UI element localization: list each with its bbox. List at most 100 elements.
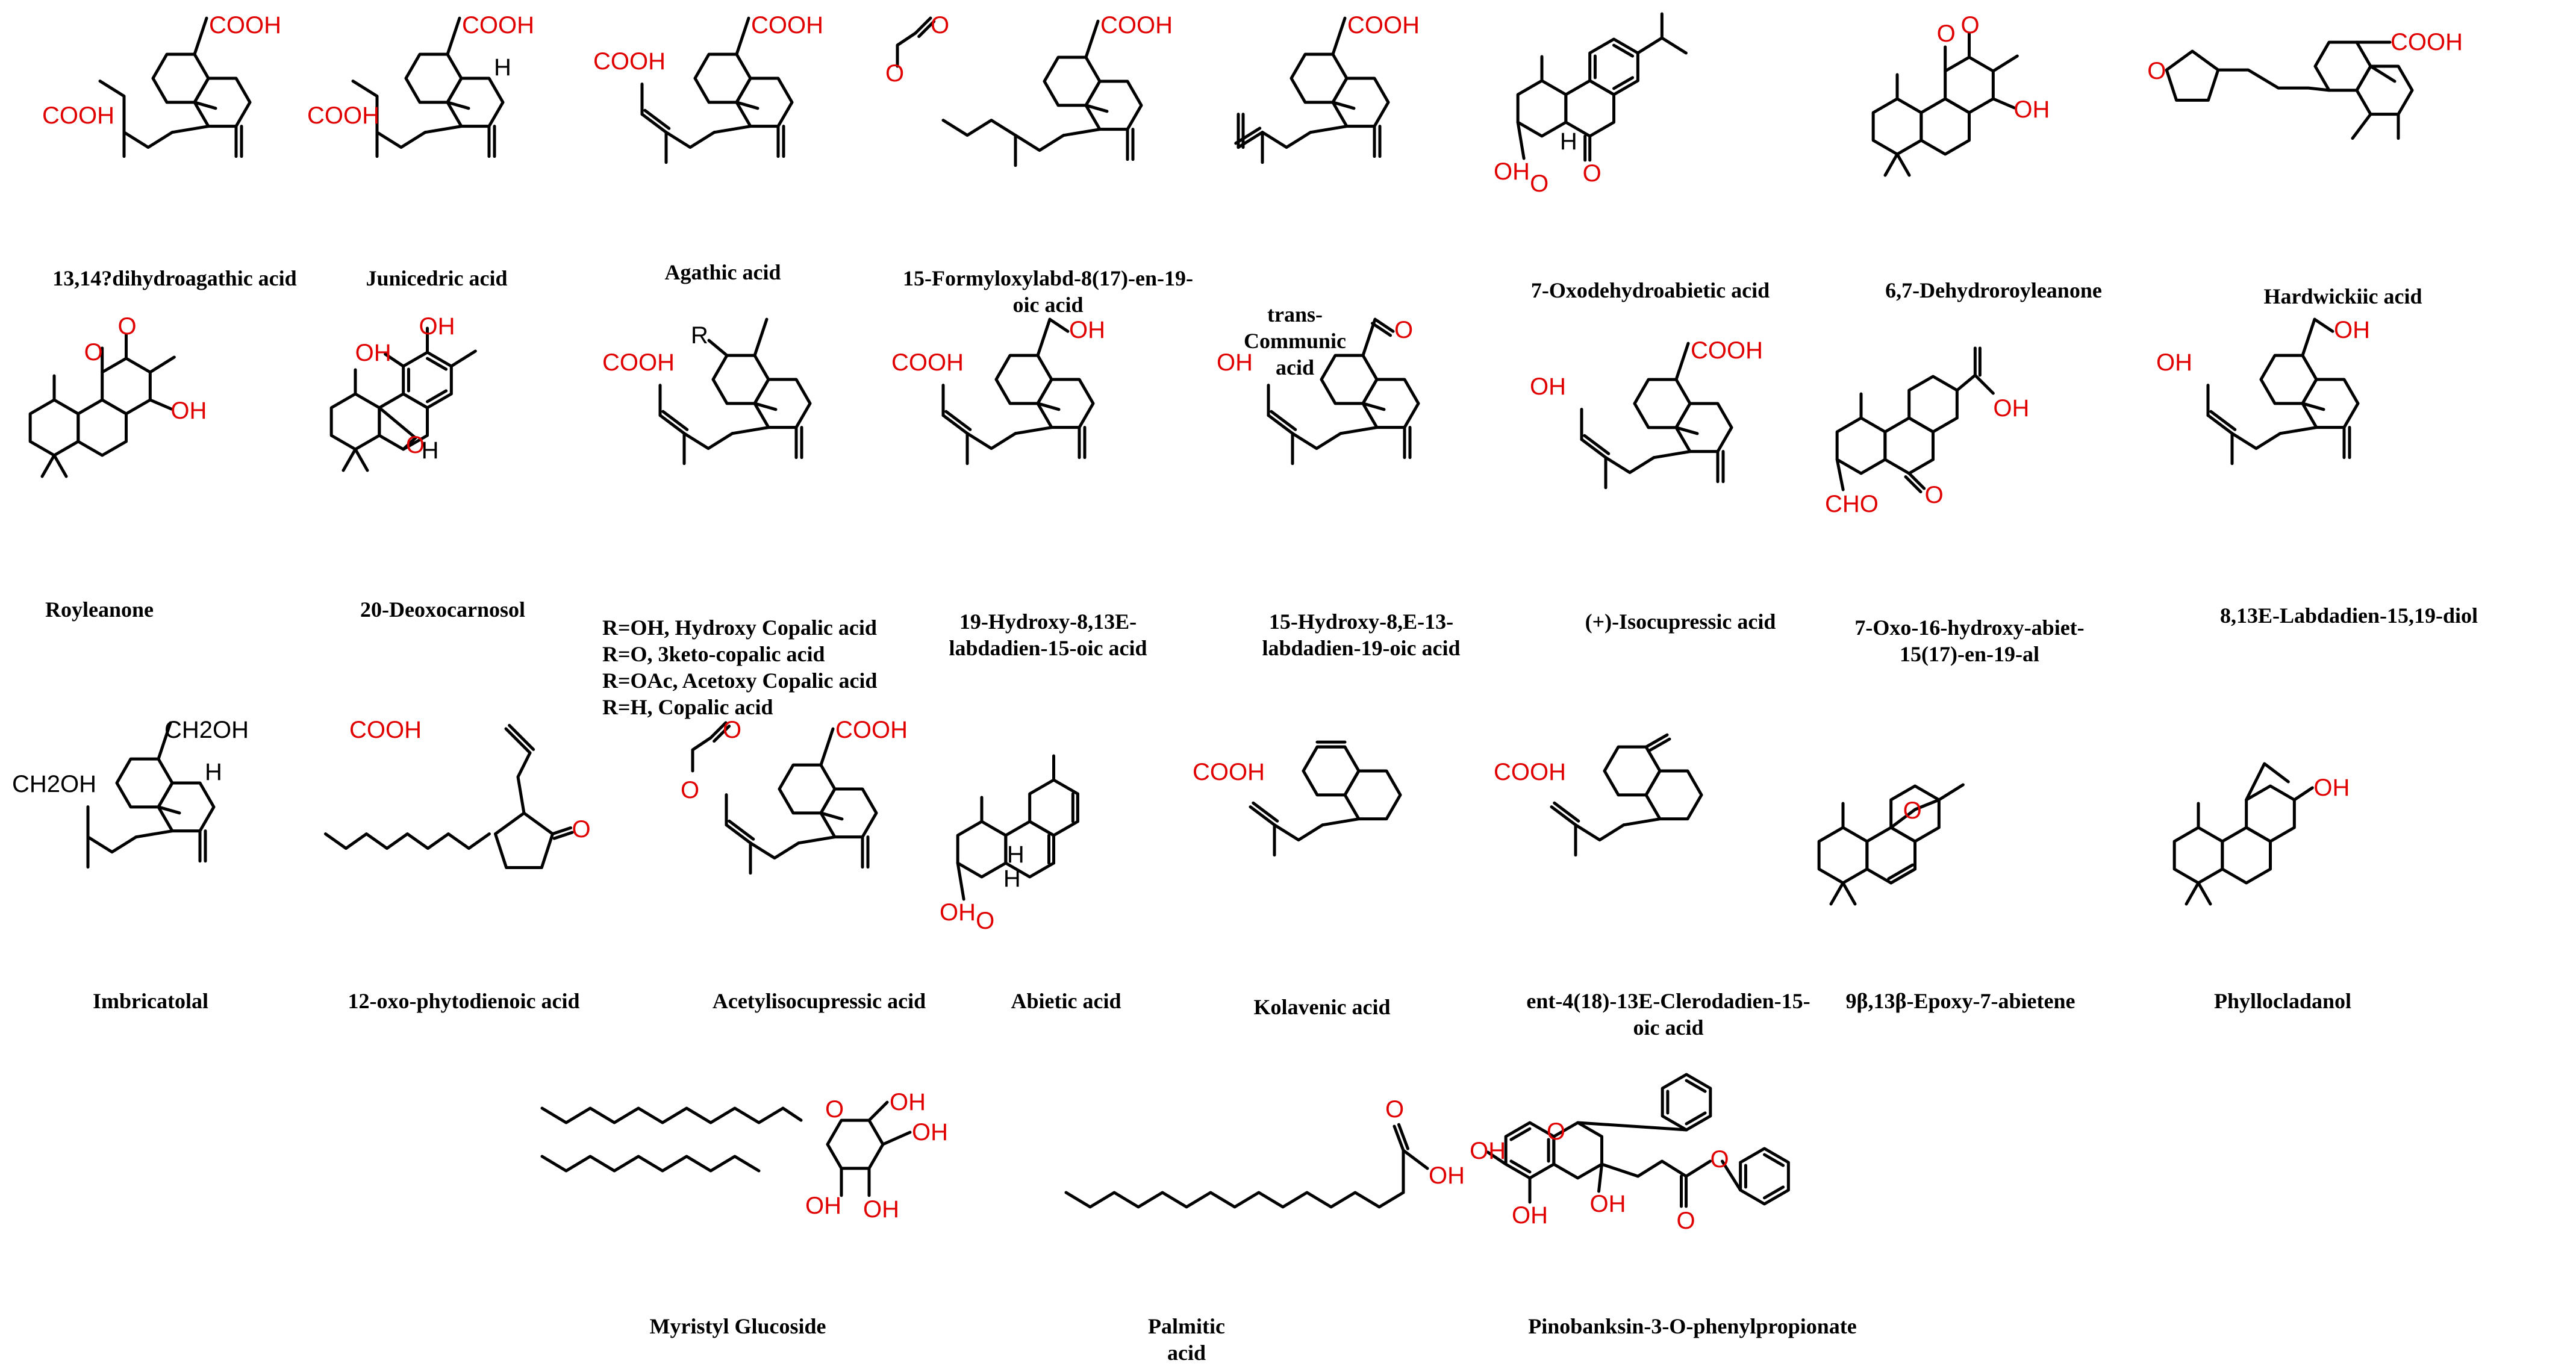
compound-name: 7-Oxodehydroabietic acid xyxy=(1530,278,1770,302)
atom-label: H xyxy=(494,54,511,81)
structure-drawing xyxy=(86,721,216,869)
atom-label: OH xyxy=(1512,1202,1548,1229)
atom-label: O xyxy=(681,777,700,803)
atom-label: OH xyxy=(2334,317,2370,344)
structure-drawing xyxy=(1064,1123,1429,1209)
atom-label: H xyxy=(205,759,222,785)
compound-c5: COOH trans- Communic acid xyxy=(1199,12,1488,379)
atom-label: COOH xyxy=(593,48,666,75)
atom-label: H xyxy=(421,437,439,464)
atom-label: COOH xyxy=(1193,759,1265,785)
atom-label: OH xyxy=(940,899,976,926)
atom-label: OH xyxy=(2013,96,2050,123)
atom-label: O xyxy=(1385,1096,1405,1123)
atom-label: O xyxy=(931,12,950,39)
atom-label: OH xyxy=(1530,373,1566,400)
compound-name: ent-4(18)-13E-Clerodadien-15- oic acid xyxy=(1526,989,1810,1040)
atom-label: O xyxy=(1582,160,1601,187)
structure-drawing xyxy=(691,721,878,875)
atom-label: O xyxy=(1960,12,1980,39)
compound-name: trans- Communic acid xyxy=(1244,302,1346,379)
compound-name: 8,13E-Labdadien-15,19-diol xyxy=(2219,603,2478,628)
atom-label: H xyxy=(1003,865,1021,892)
atom-label: COOH xyxy=(1347,12,1420,39)
atom-label: COOH xyxy=(209,12,281,39)
atom-label: COOH xyxy=(349,717,422,743)
atom-label: COOH xyxy=(891,349,964,376)
atom-label: O xyxy=(1710,1146,1729,1173)
compound-name: R=OH, Hydroxy Copalic acid R=O, 3keto-co… xyxy=(602,616,878,719)
atom-label: OH xyxy=(170,398,207,424)
structure-drawing xyxy=(351,16,505,158)
structure-drawing xyxy=(540,1100,912,1197)
atom-label: O xyxy=(1903,797,1922,824)
compound-name: 7-Oxo-16-hydroxy-abiet- 15(17)-en-19-al xyxy=(1854,616,2085,666)
atom-label: H xyxy=(1006,841,1024,868)
structure-drawing xyxy=(1817,783,1965,906)
structure-drawing xyxy=(2206,317,2360,466)
atom-label: COOH xyxy=(42,102,114,129)
atom-label: CH2OH xyxy=(12,771,97,797)
structure-drawing xyxy=(2165,40,2414,140)
compound-name: Phyllocladanol xyxy=(2213,989,2352,1013)
compound-name: Acetylisocupressic acid xyxy=(712,989,926,1013)
compound-name: 6,7-Dehydroroyleanone xyxy=(1885,278,2102,302)
atom-label: O xyxy=(1936,20,1956,47)
compound-name: 13,14?dihydroagathic acid xyxy=(52,266,297,290)
compound-name: Agathic acid xyxy=(664,260,781,284)
structure-drawing xyxy=(1267,317,1420,466)
atom-label: COOH xyxy=(751,12,823,39)
atom-label: COOH xyxy=(602,349,675,376)
compound-name: 12-oxo-phytodienoic acid xyxy=(348,989,580,1013)
structure-drawing xyxy=(1580,341,1733,490)
atom-label: OH xyxy=(1494,158,1530,185)
structure-drawing xyxy=(1835,346,1995,494)
atom-label: OH xyxy=(1217,349,1253,376)
compound-name: Pinobanksin-3-O-phenylpropionate xyxy=(1528,1314,1857,1338)
atom-label: OH xyxy=(2156,349,2192,376)
atom-label: O xyxy=(723,717,742,743)
structure-drawing xyxy=(658,317,812,466)
compound-c3: COOH COOH Agathic acid xyxy=(590,12,903,284)
atom-label: COOH xyxy=(1691,337,1763,364)
atom-label: O xyxy=(2147,58,2166,85)
atom-label: OH xyxy=(912,1119,948,1146)
compound-c18: COOH O 12-oxo-phytodienoic acid xyxy=(313,717,650,1018)
atom-label: O xyxy=(572,815,591,843)
structure-drawing xyxy=(98,16,252,158)
atom-label: OH xyxy=(2313,775,2350,801)
structure-drawing xyxy=(28,332,176,478)
structure-drawing xyxy=(1516,12,1688,162)
atom-label: COOH xyxy=(2390,29,2463,56)
compound-name: 15-Hydroxy-8,E-13- labdadien-19-oic acid xyxy=(1262,610,1461,660)
atom-label: CHO xyxy=(1825,491,1879,517)
atom-label: O xyxy=(825,1096,844,1123)
atom-label: O xyxy=(885,60,905,87)
atom-label: OH xyxy=(890,1089,926,1116)
compound-name: Myristyl Glucoside xyxy=(649,1314,826,1338)
compound-name: Kolavenic acid xyxy=(1253,995,1391,1019)
atom-label: O xyxy=(405,432,425,458)
structure-drawing xyxy=(1234,16,1390,164)
atom-label: CH2OH xyxy=(164,717,249,743)
compound-name: 9β,13β-Epoxy-7-abietene xyxy=(1845,989,2075,1013)
compound-name: 19-Hydroxy-8,13E- labdadien-15-oic acid xyxy=(949,610,1147,660)
atom-label: COOH xyxy=(1100,12,1173,39)
